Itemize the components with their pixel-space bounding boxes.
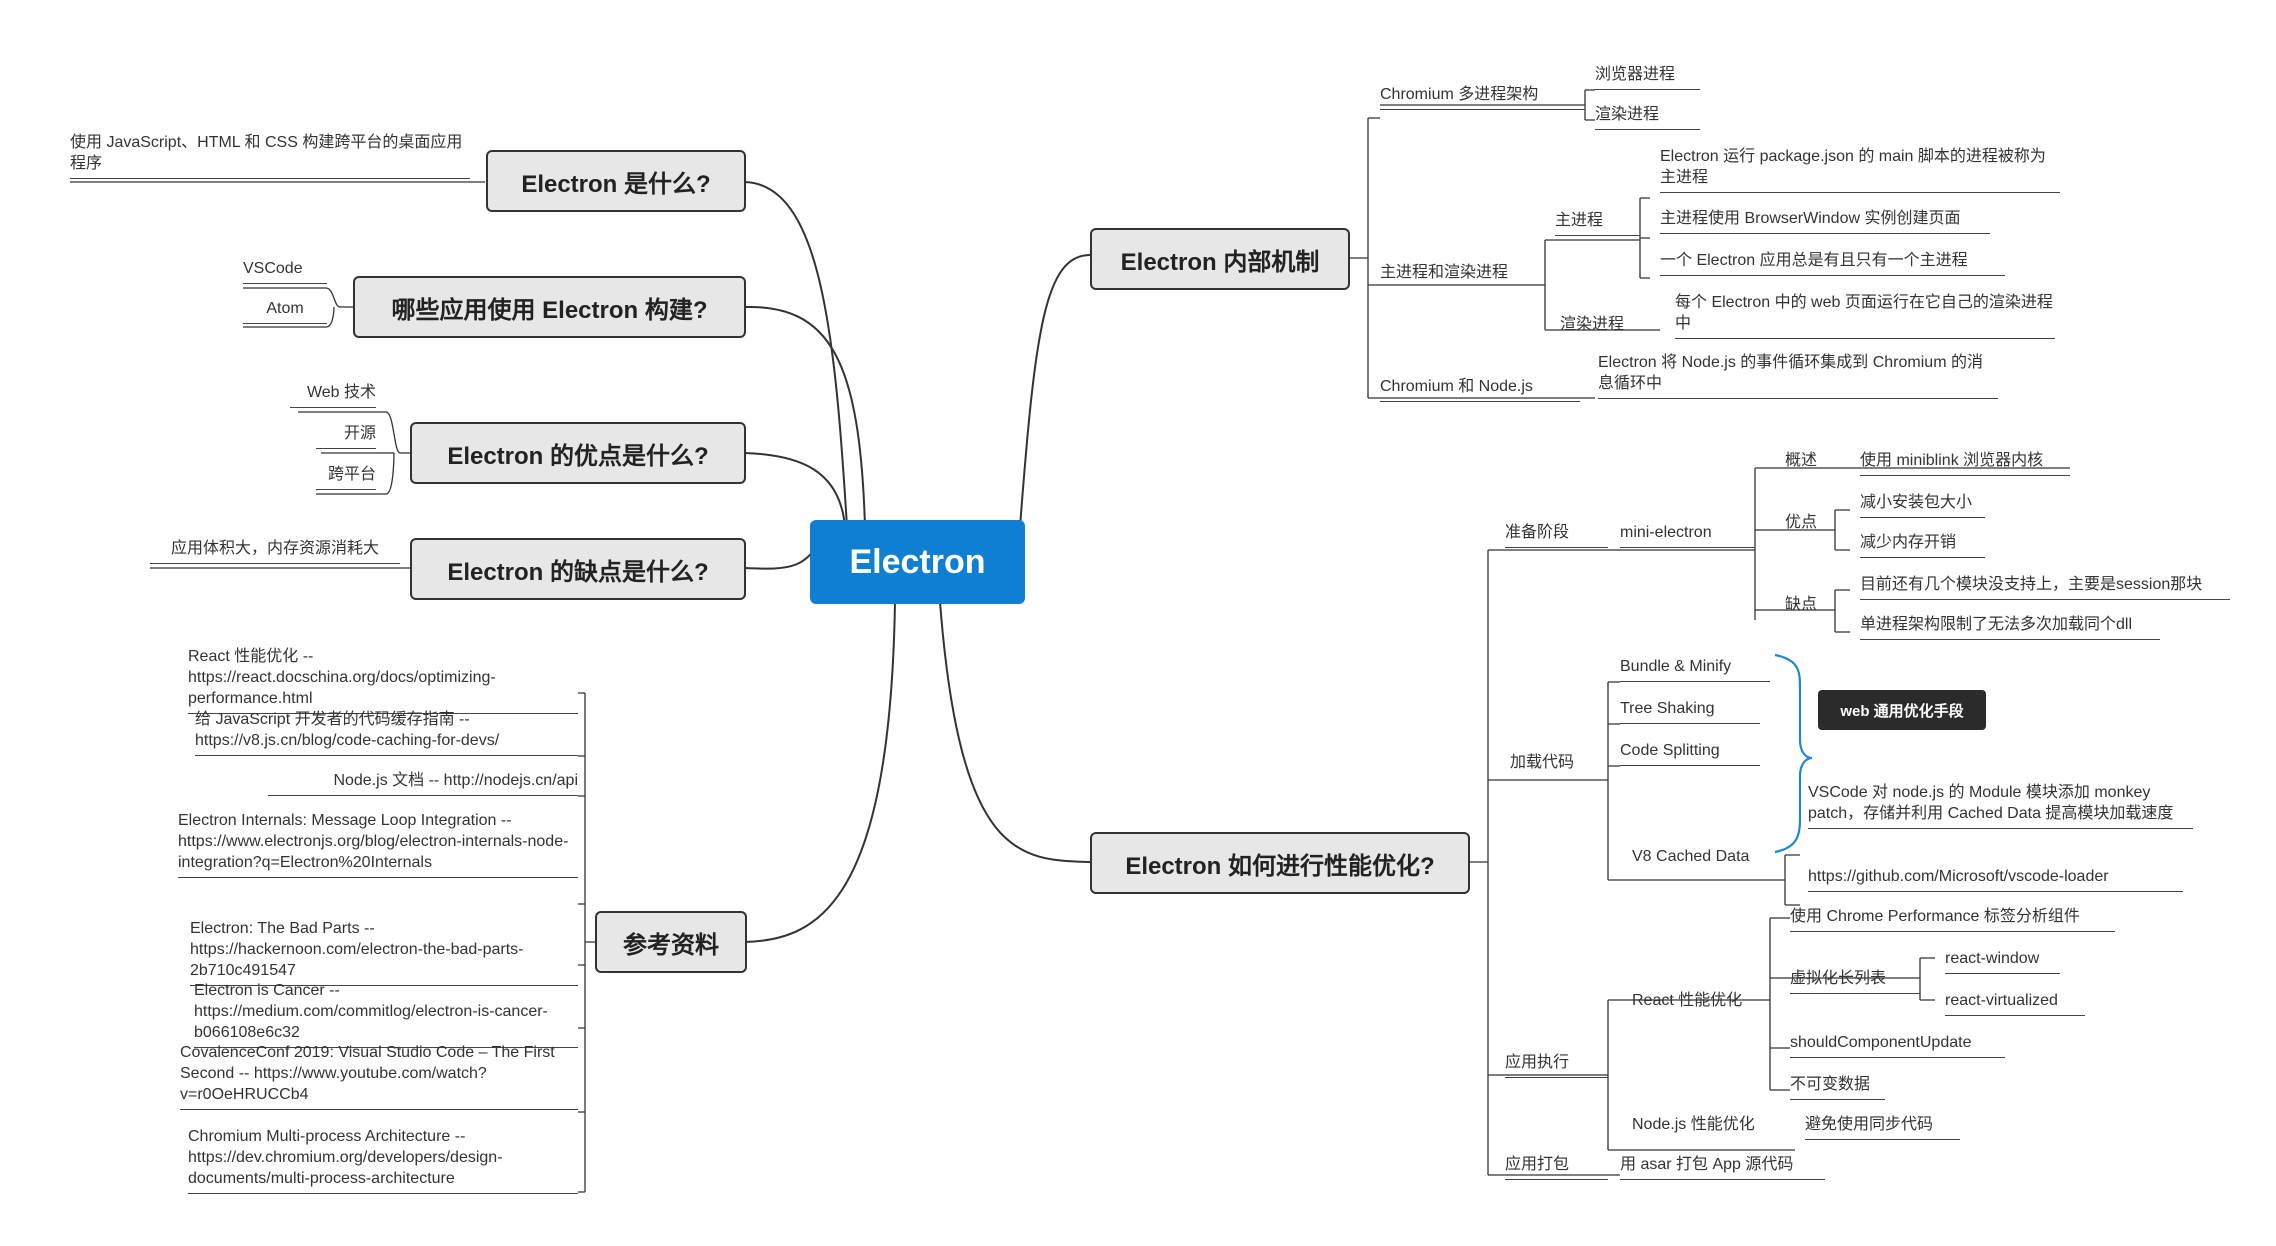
leaf-web-tech[interactable]: Web 技术 [290,382,376,408]
topic-cons[interactable]: Electron 的缺点是什么? [410,538,746,600]
leaf-react-virtualized[interactable]: react-virtualized [1945,990,2085,1016]
topic-references[interactable]: 参考资料 [595,911,747,973]
leaf-vscode[interactable]: VSCode [243,258,327,284]
leaf-miniblink[interactable]: 使用 miniblink 浏览器内核 [1860,450,2070,476]
label-load-code[interactable]: 加载代码 [1510,754,1575,771]
label-mini-electron[interactable]: mini-electron [1620,522,1755,548]
leaf-open-source[interactable]: 开源 [316,423,376,449]
badge-web-optimization[interactable]: web 通用优化手段 [1818,690,1986,730]
leaf-chrome-performance[interactable]: 使用 Chrome Performance 标签分析组件 [1790,906,2115,932]
leaf-single-main-process[interactable]: 一个 Electron 应用总是有且只有一个主进程 [1660,250,2005,276]
leaf-immutable-data[interactable]: 不可变数据 [1790,1074,1885,1100]
label-prepare-stage[interactable]: 准备阶段 [1505,522,1608,548]
leaf-browser-process[interactable]: 浏览器进程 [1595,64,1700,90]
label-app-packaging[interactable]: 应用打包 [1505,1154,1608,1180]
leaf-missing-modules[interactable]: 目前还有几个模块没支持上，主要是session那块 [1860,574,2230,600]
ref-react-performance[interactable]: React 性能优化 -- https://react.docschina.or… [188,646,578,714]
label-node-perf[interactable]: Node.js 性能优化 [1632,1116,1755,1133]
topic-internals[interactable]: Electron 内部机制 [1090,228,1350,290]
topic-performance[interactable]: Electron 如何进行性能优化? [1090,832,1470,894]
leaf-tree-shaking[interactable]: Tree Shaking [1620,698,1760,724]
leaf-react-window[interactable]: react-window [1945,948,2060,974]
label-mini-pros[interactable]: 优点 [1785,514,1818,531]
leaf-vscode-monkey-patch[interactable]: VSCode 对 node.js 的 Module 模块添加 monkey pa… [1808,782,2193,829]
leaf-main-process-definition[interactable]: Electron 运行 package.json 的 main 脚本的进程被称为… [1660,146,2060,193]
label-chromium-arch[interactable]: Chromium 多进程架构 [1380,84,1585,110]
leaf-renderer-process[interactable]: 渲染进程 [1595,104,1700,130]
leaf-should-component-update[interactable]: shouldComponentUpdate [1790,1032,2005,1058]
root-node[interactable]: Electron [810,520,1025,604]
label-main-and-renderer[interactable]: 主进程和渲染进程 [1380,264,1509,281]
label-mini-cons[interactable]: 缺点 [1785,596,1818,613]
ref-electron-bad-parts[interactable]: Electron: The Bad Parts -- https://hacke… [190,918,578,986]
ref-v8-code-caching[interactable]: 给 JavaScript 开发者的代码缓存指南 -- https://v8.js… [195,709,578,756]
leaf-smaller-package[interactable]: 减小安装包大小 [1860,492,1985,518]
ref-nodejs-docs[interactable]: Node.js 文档 -- http://nodejs.cn/api [268,770,578,796]
leaf-bundle-minify[interactable]: Bundle & Minify [1620,656,1770,682]
leaf-cross-platform[interactable]: 跨平台 [316,464,376,490]
label-renderer[interactable]: 渲染进程 [1560,316,1625,333]
leaf-single-process-dll[interactable]: 单进程架构限制了无法多次加载同个dll [1860,614,2160,640]
ref-chromium-multiprocess[interactable]: Chromium Multi-process Architecture -- h… [188,1126,578,1194]
label-virtualized-list[interactable]: 虚拟化长列表 [1790,968,1920,994]
leaf-event-loop[interactable]: Electron 将 Node.js 的事件循环集成到 Chromium 的消息… [1598,352,1998,399]
label-react-perf[interactable]: React 性能优化 [1632,992,1743,1009]
ref-electron-internals[interactable]: Electron Internals: Message Loop Integra… [178,810,578,878]
leaf-what-description[interactable]: 使用 JavaScript、HTML 和 CSS 构建跨平台的桌面应用程序 [70,132,470,179]
leaf-browserwindow[interactable]: 主进程使用 BrowserWindow 实例创建页面 [1660,208,1990,234]
label-v8-cached-data[interactable]: V8 Cached Data [1632,848,1750,865]
label-app-runtime[interactable]: 应用执行 [1505,1052,1608,1078]
topic-what-is-electron[interactable]: Electron 是什么? [486,150,746,212]
leaf-code-splitting[interactable]: Code Splitting [1620,740,1760,766]
leaf-atom[interactable]: Atom [243,298,327,324]
leaf-avoid-sync-code[interactable]: 避免使用同步代码 [1805,1114,1960,1140]
topic-which-apps[interactable]: 哪些应用使用 Electron 构建? [353,276,746,338]
leaf-less-memory[interactable]: 减少内存开销 [1860,532,1985,558]
label-overview[interactable]: 概述 [1785,452,1818,469]
label-chromium-node[interactable]: Chromium 和 Node.js [1380,376,1580,402]
leaf-vscode-loader-link[interactable]: https://github.com/Microsoft/vscode-load… [1808,866,2183,892]
ref-electron-is-cancer[interactable]: Electron is Cancer -- https://medium.com… [194,980,578,1048]
ref-covalenceconf[interactable]: CovalenceConf 2019: Visual Studio Code –… [180,1042,578,1110]
leaf-cons-description[interactable]: 应用体积大，内存资源消耗大 [150,538,400,564]
topic-pros[interactable]: Electron 的优点是什么? [410,422,746,484]
leaf-asar-packaging[interactable]: 用 asar 打包 App 源代码 [1620,1154,1825,1180]
label-main-process[interactable]: 主进程 [1555,210,1640,236]
leaf-renderer-definition[interactable]: 每个 Electron 中的 web 页面运行在它自己的渲染进程中 [1675,292,2055,339]
